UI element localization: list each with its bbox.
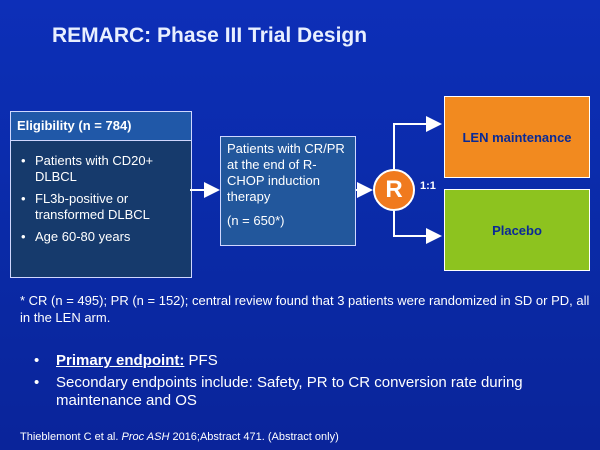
patients-box: Patients with CR/PR at the end of R-CHOP… <box>220 136 356 246</box>
secondary-endpoints: Secondary endpoints include: Safety, PR … <box>30 374 550 410</box>
endpoints-list: Primary endpoint: PFS Secondary endpoint… <box>30 352 550 414</box>
slide-title: REMARC: Phase III Trial Design <box>52 24 368 47</box>
patients-count: (n = 650*) <box>227 213 285 228</box>
primary-endpoint-value: PFS <box>184 352 218 369</box>
citation: Thieblemont C et al. Proc ASH 2016;Abstr… <box>20 431 339 443</box>
arrow-to-len-maintenance <box>393 116 442 169</box>
primary-endpoint: Primary endpoint: PFS <box>30 352 550 370</box>
eligibility-item: FL3b-positive or transformed DLBCL <box>17 191 185 223</box>
citation-journal: Proc ASH <box>121 431 170 443</box>
arm-placebo: Placebo <box>444 189 590 271</box>
primary-endpoint-label: Primary endpoint: <box>56 352 185 369</box>
footnote: * CR (n = 495); PR (n = 152); central re… <box>20 293 590 325</box>
randomization-ratio: 1:1 <box>420 180 436 192</box>
citation-authors: Thieblemont C et al. <box>20 431 122 443</box>
arrow-to-placebo <box>393 211 442 244</box>
randomization-circle: R <box>373 169 415 211</box>
citation-details: 2016;Abstract 471. (Abstract only) <box>169 431 339 443</box>
arm-len-maintenance: LEN maintenance <box>444 96 590 178</box>
eligibility-item: Age 60-80 years <box>17 229 185 245</box>
patients-description: Patients with CR/PR at the end of R-CHOP… <box>227 141 345 204</box>
eligibility-header: Eligibility (n = 784) <box>11 112 191 141</box>
eligibility-item: Patients with CD20+ DLBCL <box>17 153 185 185</box>
eligibility-list: Patients with CD20+ DLBCL FL3b-positive … <box>11 153 191 245</box>
eligibility-box: Eligibility (n = 784) Patients with CD20… <box>10 111 192 278</box>
